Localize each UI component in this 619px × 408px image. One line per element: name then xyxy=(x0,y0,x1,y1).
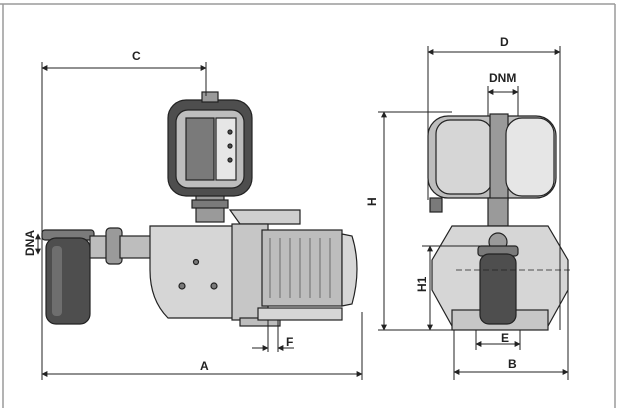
front-controller xyxy=(427,113,557,213)
pressure-controller xyxy=(167,91,253,197)
side-view-dimensions xyxy=(35,62,363,380)
label-a: A xyxy=(200,359,209,373)
front-view xyxy=(427,113,570,331)
pump-foot xyxy=(257,307,343,321)
label-c: C xyxy=(132,49,141,63)
prefilter-canister xyxy=(41,229,95,325)
label-f: F xyxy=(286,335,293,349)
frame-lines xyxy=(0,3,616,408)
label-dna: DNA xyxy=(23,230,37,256)
label-h: H xyxy=(365,197,379,206)
label-h1: H1 xyxy=(415,276,429,292)
label-d: D xyxy=(500,35,509,49)
front-view-dimensions xyxy=(378,46,569,380)
inlet-pipe xyxy=(89,227,155,265)
label-dnm: DNM xyxy=(489,71,516,85)
front-neck xyxy=(487,197,509,227)
label-e: E xyxy=(501,331,509,345)
side-view xyxy=(41,91,358,327)
motor xyxy=(261,229,358,307)
label-b: B xyxy=(508,357,517,371)
front-filter xyxy=(477,245,519,325)
